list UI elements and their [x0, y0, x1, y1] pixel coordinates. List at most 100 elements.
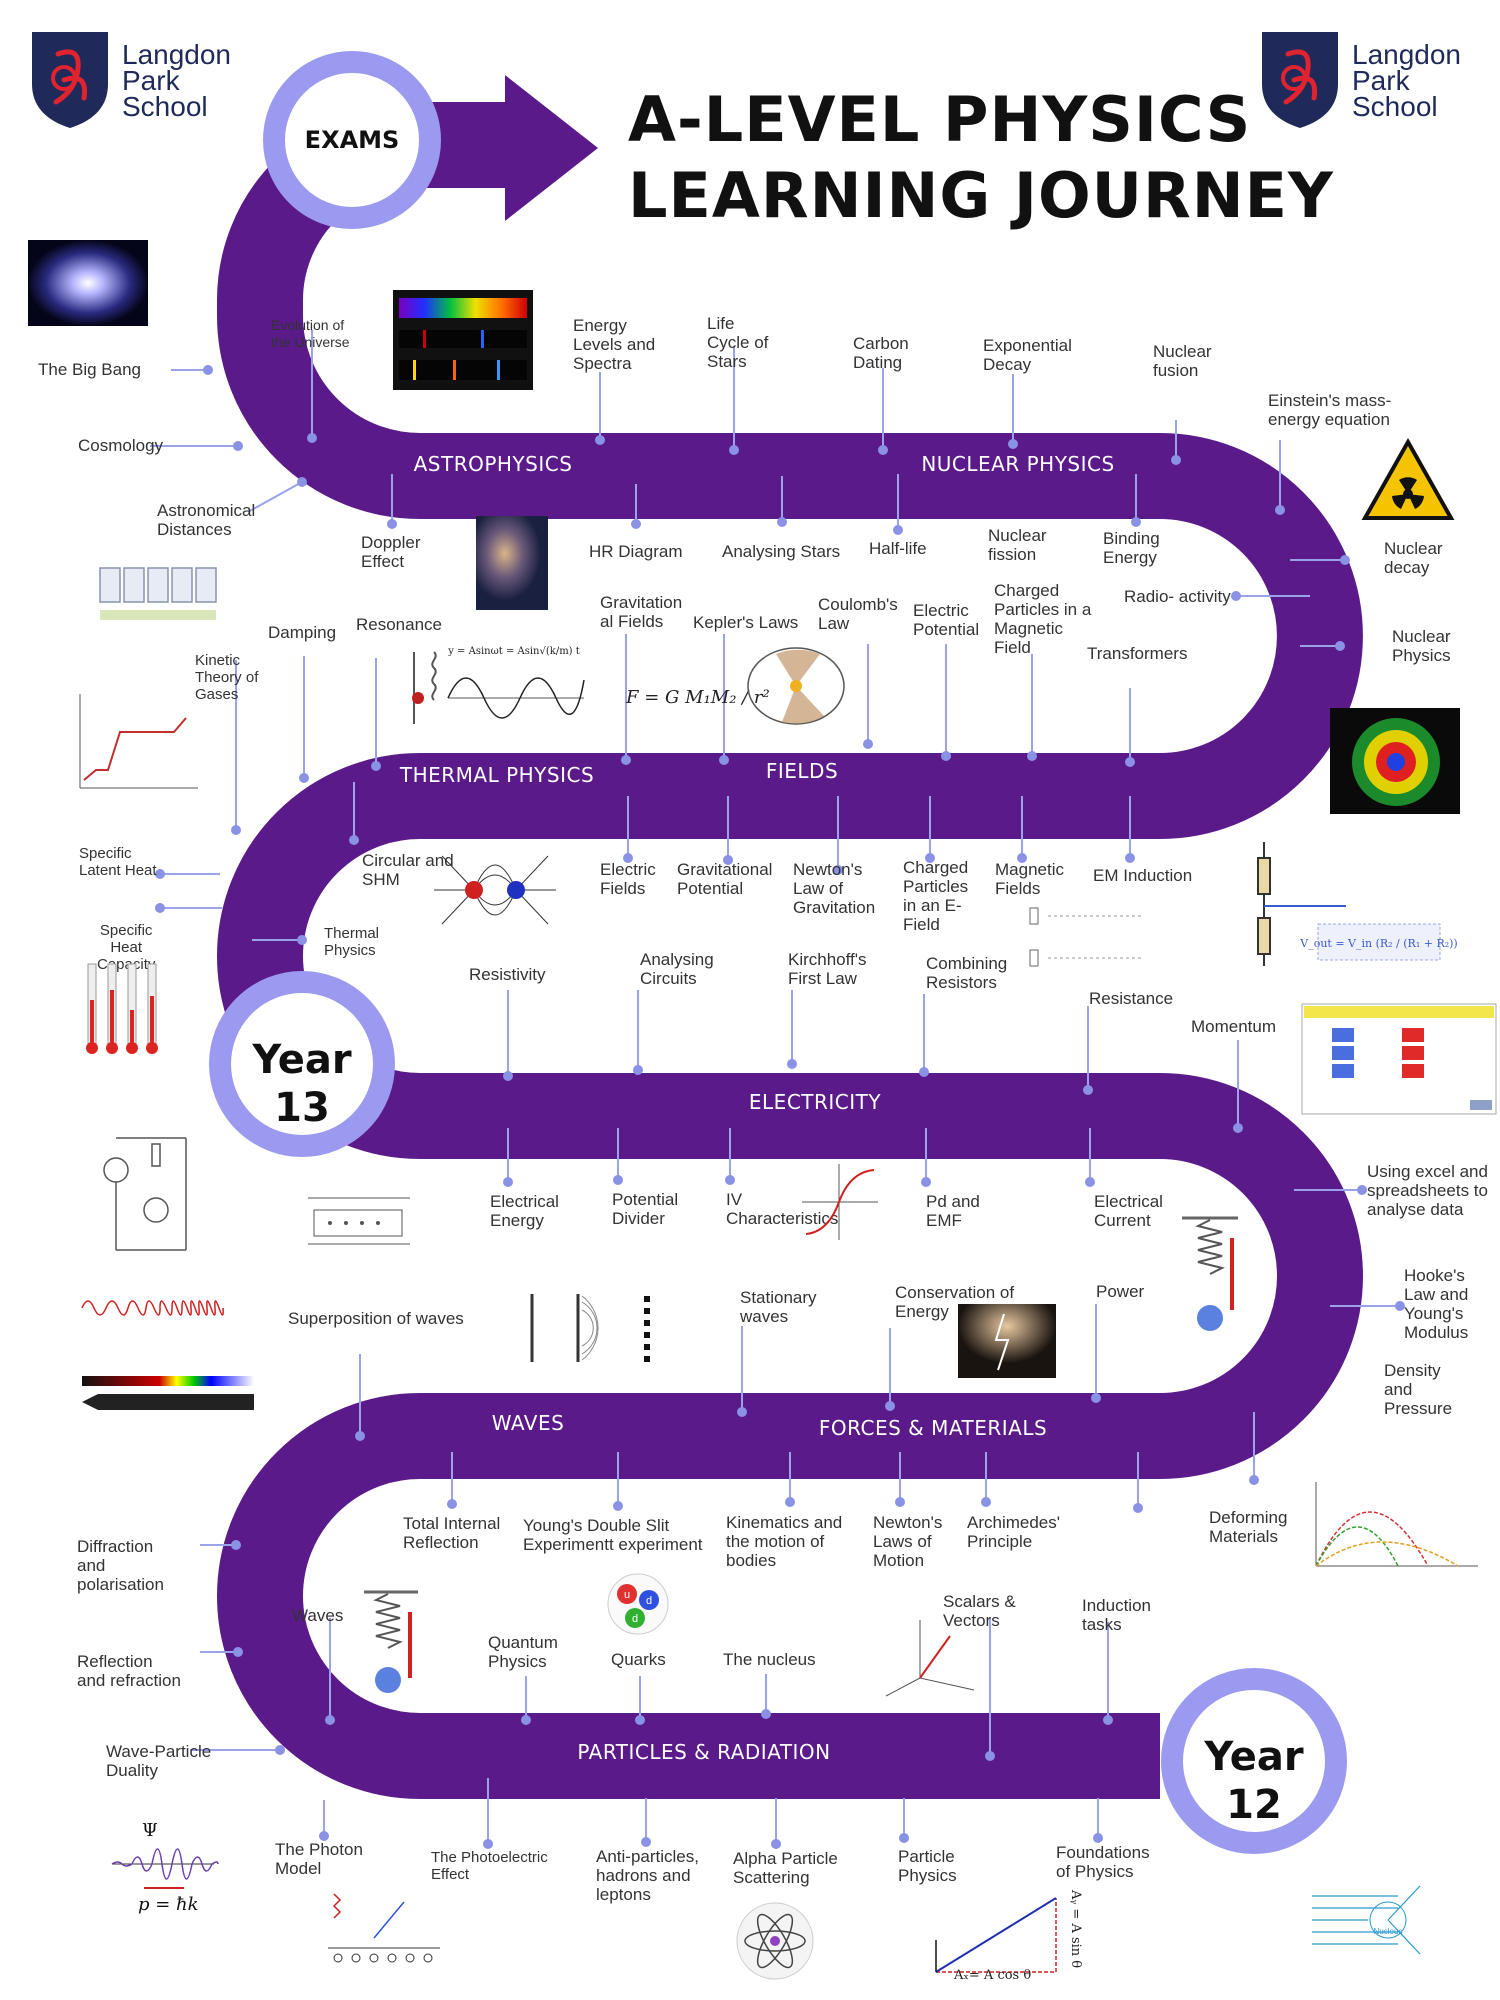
leader-dot — [878, 445, 888, 455]
leader-dot — [635, 1715, 645, 1725]
leader-dot — [233, 1647, 243, 1657]
electric-current-diagram — [308, 1197, 410, 1245]
topic-resistance: Resistance — [1089, 989, 1174, 1008]
leader-dot — [233, 441, 243, 451]
psi-symbol: Ψ — [142, 1820, 158, 1841]
section-astrophysics: ASTROPHYSICS — [413, 452, 573, 476]
leader-dot — [613, 1175, 623, 1185]
big-bang-image — [28, 240, 148, 326]
topic-charged-particles-magnetic: Charged Particles in a Magnetic Field — [994, 581, 1092, 657]
leader-dot — [737, 1407, 747, 1417]
leader-dot — [981, 1497, 991, 1507]
exams-label: EXAMS — [304, 126, 400, 154]
leader-dot — [863, 739, 873, 749]
topic-radioactivity: Radio- activity — [1124, 587, 1231, 606]
leader-dot — [641, 1837, 651, 1847]
topic-energy-levels: Energy Levels and Spectra — [573, 316, 656, 373]
divider-equation: V_out = V_in (R₂ / (R₁ + R₂)) — [1299, 937, 1457, 950]
topic-momentum: Momentum — [1191, 1017, 1277, 1036]
leader-dot — [885, 1401, 895, 1411]
leader-dot — [1027, 751, 1037, 761]
topic-iv-characteristics: IV Characteristics — [726, 1190, 839, 1228]
year12-label: Year 12 — [1204, 1734, 1304, 1828]
leader-dot — [595, 435, 605, 445]
leader-dot — [319, 1831, 329, 1841]
leader-dot — [941, 751, 951, 761]
shm-graph: y = Asinωt = Asin√(k/m) t — [412, 646, 585, 724]
section-forces-materials: FORCES & MATERIALS — [818, 1416, 1048, 1440]
resistor-combination-formula — [1029, 907, 1144, 967]
spreadsheet-image — [1301, 1003, 1497, 1115]
topic-pins — [150, 330, 1405, 1849]
leader-dot — [771, 1839, 781, 1849]
topic-nuclear-physics: Nuclear Physics — [1392, 627, 1451, 665]
leader-dot — [1091, 1393, 1101, 1403]
topic-pd-emf: Pd and EMF — [926, 1192, 980, 1230]
section-particles-radiation: PARTICLES & RADIATION — [577, 1740, 831, 1764]
topic-potential-divider: Potential Divider — [612, 1190, 679, 1228]
topic-induction-tasks: Induction tasks — [1082, 1596, 1151, 1634]
topic-circular-shm: Circular and SHM — [362, 851, 454, 889]
topic-hookes-law: Hooke's Law and Young's Modulus — [1404, 1266, 1469, 1342]
topic-nuclear-fission: Nuclear fission — [988, 526, 1047, 564]
topic-thermal-physics: Thermal Physics — [324, 925, 380, 959]
topic-density-pressure: Density and Pressure — [1384, 1361, 1453, 1418]
topic-archimedes-principle: Archimedes' Principle — [967, 1513, 1061, 1551]
topic-youngs-double-slit: Young's Double Slit Experimentt experime… — [523, 1516, 703, 1554]
leader-dot — [925, 853, 935, 863]
topic-electric-fields: Electric Fields — [600, 860, 656, 898]
leader-line — [247, 481, 303, 513]
topic-electric-potential: Electric Potential — [913, 601, 980, 639]
leader-dot — [503, 1071, 513, 1081]
section-fields: FIELDS — [765, 759, 839, 783]
year12-ring — [1161, 1668, 1347, 1854]
leader-dot — [231, 825, 241, 835]
topic-quantum-physics: Quantum Physics — [488, 1633, 558, 1671]
leader-dot — [325, 1715, 335, 1725]
leader-dot — [1171, 455, 1181, 465]
leader-dot — [725, 1175, 735, 1185]
potential-divider-circuit: V_out = V_in (R₂ / (R₁ + R₂)) — [1257, 842, 1458, 966]
electric-dipole-field — [434, 855, 556, 925]
quark-icon: u d d — [607, 1573, 669, 1635]
vector-axes-diagram — [885, 1620, 975, 1697]
leader-dot — [895, 1497, 905, 1507]
alpha-scattering-diagram: Nucleus — [1312, 1885, 1421, 1955]
topic-particle-physics: Particle Physics — [898, 1847, 957, 1885]
leader-dot — [1125, 853, 1135, 863]
topic-combining-resistors: Combining Resistors — [926, 954, 1008, 992]
year13-label: Year 13 — [252, 1037, 352, 1131]
topic-transformers: Transformers — [1087, 644, 1188, 663]
vector-components-diagram — [935, 1897, 1057, 1973]
topic-damping: Damping — [268, 623, 337, 642]
topic-electrical-current: Electrical Current — [1094, 1192, 1163, 1230]
leader-dot — [203, 365, 213, 375]
leader-dot — [761, 1709, 771, 1719]
topic-analysing-stars: Analysing Stars — [722, 542, 841, 561]
topic-stationary-waves: Stationary waves — [740, 1288, 817, 1326]
lightning-image — [958, 1304, 1056, 1378]
topic-hr-diagram: HR Diagram — [589, 542, 683, 561]
topic-kinematics: Kinematics and the motion of bodies — [726, 1513, 843, 1570]
topic-antiparticles: Anti-particles, hadrons and leptons — [596, 1847, 699, 1904]
shm-equation: y = Asinωt = Asin√(k/m) t — [447, 646, 580, 657]
atom-icon — [736, 1902, 814, 1980]
topic-gravitational-fields: Gravitation al Fields — [600, 593, 683, 631]
section-thermal-physics: THERMAL PHYSICS — [399, 763, 595, 787]
leader-dot — [1133, 1503, 1143, 1513]
topic-em-induction: EM Induction — [1093, 866, 1193, 885]
topic-cosmology: Cosmology — [78, 436, 164, 455]
topic-quarks: Quarks — [611, 1650, 666, 1669]
wave-packet-diagram: Ψ p = ħk — [111, 1820, 219, 1915]
leader-dot — [787, 1059, 797, 1069]
topic-resonance: Resonance — [356, 615, 443, 634]
topic-electrical-energy: Electrical Energy — [490, 1192, 559, 1230]
leader-dot — [275, 1745, 285, 1755]
leader-dot — [899, 1833, 909, 1843]
kepler-orbit-diagram — [747, 647, 845, 725]
topic-the-nucleus: The nucleus — [723, 1650, 816, 1669]
leader-dot — [155, 903, 165, 913]
leader-dot — [833, 865, 843, 875]
topic-evolution-universe: Evolution of the Universe — [271, 317, 350, 350]
